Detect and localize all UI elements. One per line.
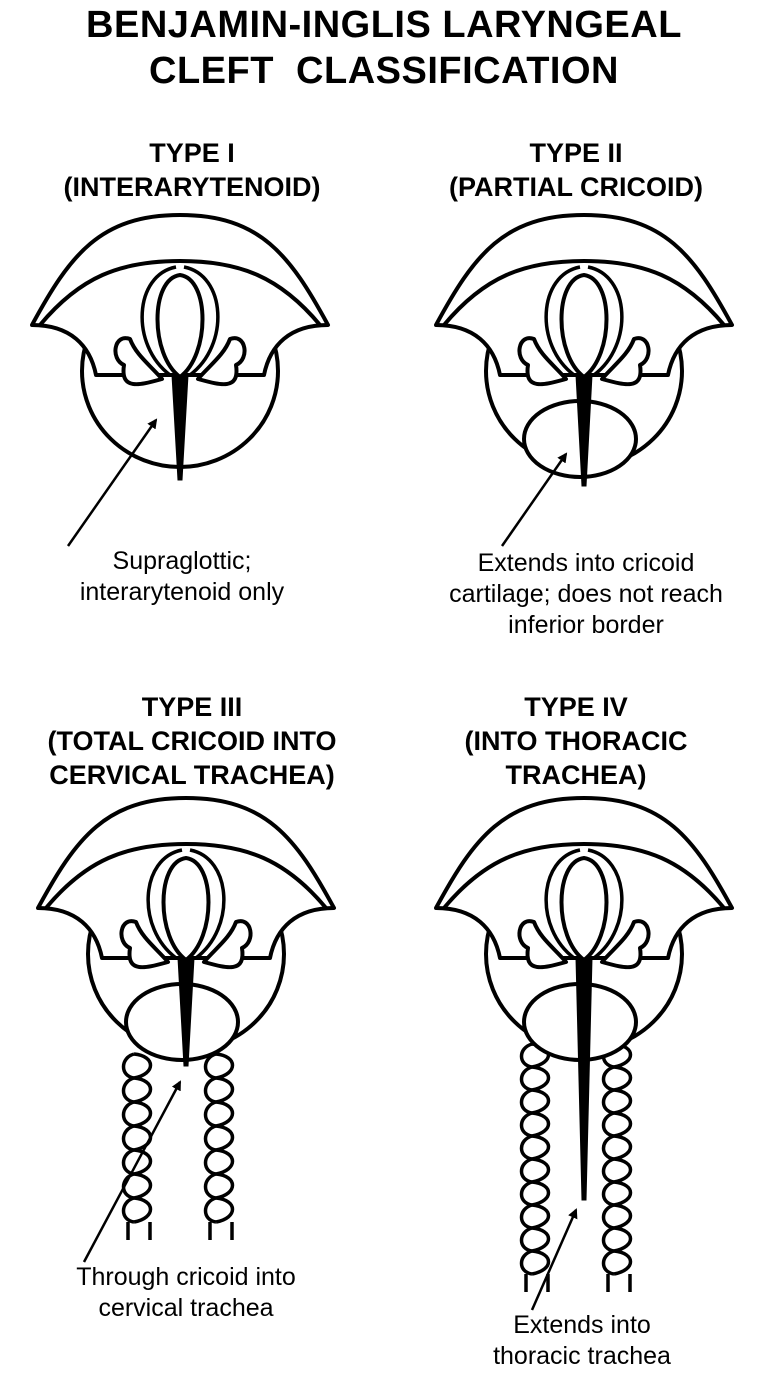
- type-4-pointer-arrow: [530, 1208, 578, 1311]
- type-3-cleft: [177, 957, 195, 1067]
- type-1-heading-line-1: TYPE I: [149, 138, 235, 168]
- title-line-2: CLEFT CLASSIFICATION: [149, 50, 619, 92]
- type-2-caption-line-3: inferior border: [508, 611, 664, 639]
- type-1-vocal-fold-left-outer: [140, 265, 177, 377]
- diagram-title: BENJAMIN-INGLIS LARYNGEAL CLEFT CLASSIFI…: [0, 2, 768, 94]
- type-3-arytenoid-left: [119, 919, 170, 970]
- type-4-vocal-fold-left-outer: [544, 848, 581, 960]
- type-2-heading-line-2: (PARTIAL CRICOID): [449, 172, 703, 202]
- type-4-trachea-rings-left: [519, 1042, 551, 1276]
- type-4-illustration: [434, 796, 734, 1311]
- type-2-vocal-fold-left-outer: [544, 265, 581, 377]
- type-3-caption-line-2: cervical trachea: [98, 1294, 274, 1322]
- type-1-heading-line-2: (INTERARYTENOID): [63, 172, 321, 202]
- type-4-caption: Extends into thoracic trachea: [390, 1310, 768, 1372]
- type-1-caption-line-2: interarytenoid only: [79, 578, 285, 606]
- type-3-heading-line-1: TYPE III: [141, 692, 243, 722]
- type-3-illustration: [36, 796, 336, 1263]
- type-2-arytenoid-right: [600, 336, 651, 387]
- type-3-vocal-fold-left-outer: [146, 848, 183, 960]
- type-1-heading: TYPE I (INTERARYTENOID): [0, 136, 384, 204]
- type-4-vocal-fold-right-outer: [587, 848, 624, 960]
- type-4-caption-line-2: thoracic trachea: [493, 1342, 671, 1370]
- type-3-aryepiglottic-fold: [44, 841, 328, 910]
- type-3-trachea-rings-right: [203, 1052, 235, 1224]
- type-1-vocal-fold-right-outer: [183, 265, 220, 377]
- type-1-caption: Supraglottic; interarytenoid only: [0, 546, 374, 608]
- type-3-heading-line-2: (TOTAL CRICOID INTO: [47, 726, 337, 756]
- type-4-heading: TYPE IV (INTO THORACIC TRACHEA): [384, 690, 768, 792]
- type-3-caption: Through cricoid into cervical trachea: [0, 1262, 378, 1324]
- type-2-vocal-fold-right-outer: [587, 265, 624, 377]
- type-3-vocal-fold-right-outer: [189, 848, 226, 960]
- type-1-arytenoid-left: [113, 336, 164, 387]
- type-1-illustration: [30, 213, 330, 547]
- type-4-caption-line-1: Extends into: [513, 1311, 651, 1339]
- title-line-1: BENJAMIN-INGLIS LARYNGEAL: [86, 4, 682, 46]
- type-1-aryepiglottic-fold: [38, 258, 322, 327]
- type-2-arytenoid-left: [517, 336, 568, 387]
- type-2-caption: Extends into cricoid cartilage; does not…: [394, 548, 768, 641]
- type-2-cleft: [575, 374, 593, 487]
- type-2-heading: TYPE II (PARTIAL CRICOID): [384, 136, 768, 204]
- type-2-caption-line-1: Extends into cricoid: [477, 549, 695, 577]
- type-4-arytenoid-right: [600, 919, 651, 970]
- type-1-arytenoid-right: [196, 336, 247, 387]
- type-2-caption-line-2: cartilage; does not reach: [449, 580, 723, 608]
- type-4-aryepiglottic-fold: [442, 841, 726, 910]
- type-2-heading-line-1: TYPE II: [529, 138, 623, 168]
- type-3-arytenoid-right: [202, 919, 253, 970]
- type-4-cleft: [575, 957, 593, 1201]
- type-4-arytenoid-left: [517, 919, 568, 970]
- type-4-heading-line-2: (INTO THORACIC: [464, 726, 688, 756]
- type-4-heading-line-1: TYPE IV: [524, 692, 628, 722]
- type-4-trachea-rings-right: [601, 1042, 633, 1276]
- type-2-aryepiglottic-fold: [442, 258, 726, 327]
- type-1-caption-line-1: Supraglottic;: [112, 547, 252, 575]
- type-3-heading: TYPE III (TOTAL CRICOID INTO CERVICAL TR…: [0, 690, 384, 792]
- type-3-caption-line-1: Through cricoid into: [76, 1263, 296, 1291]
- type-2-illustration: [434, 213, 734, 547]
- type-3-pointer-arrow: [82, 1080, 182, 1263]
- type-1-cleft: [171, 374, 189, 481]
- type-1-pointer-arrow: [66, 418, 158, 547]
- type-2-pointer-arrow: [500, 452, 568, 547]
- type-3-trachea-rings-left: [121, 1052, 153, 1224]
- type-4-heading-line-3: TRACHEA): [505, 760, 647, 790]
- type-3-heading-line-3: CERVICAL TRACHEA): [49, 760, 335, 790]
